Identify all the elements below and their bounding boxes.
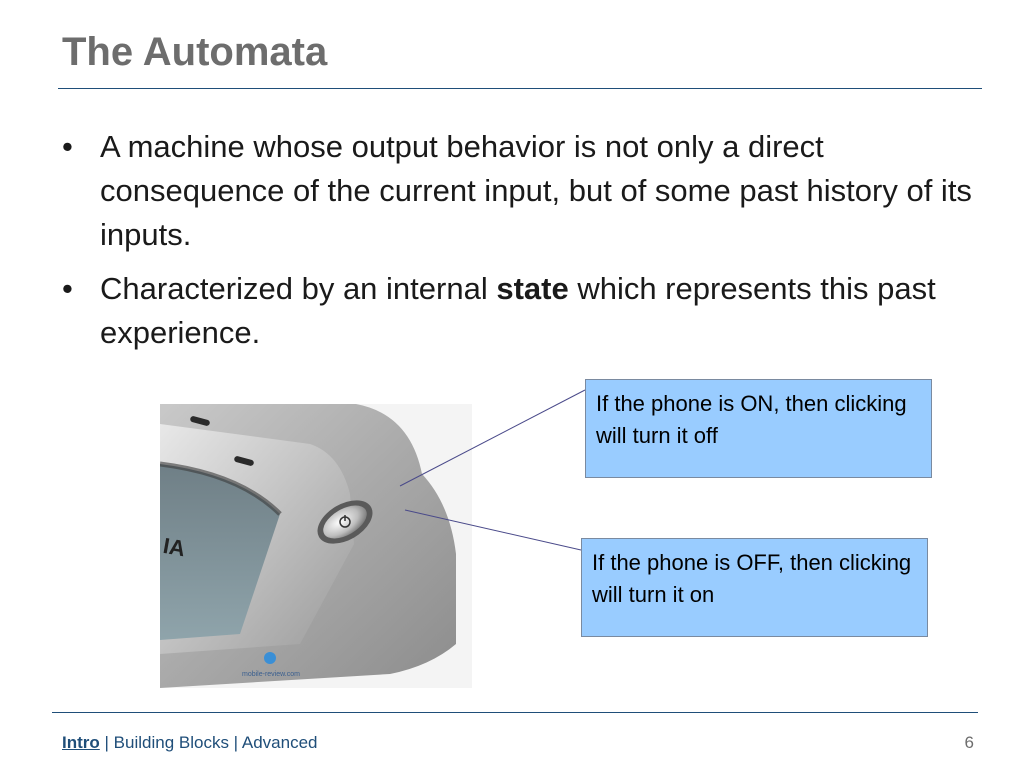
bullet-text-bold: state bbox=[496, 271, 569, 306]
bullet-text-before: Characterized by an internal bbox=[100, 271, 497, 306]
footer-divider bbox=[52, 712, 978, 713]
photo-watermark: mobile-review.com bbox=[242, 671, 300, 678]
speaker-slot bbox=[190, 416, 210, 426]
leader-line-off bbox=[404, 509, 582, 551]
bullet-item: • Characterized by an internal state whi… bbox=[62, 267, 972, 355]
page-number: 6 bbox=[964, 733, 974, 752]
power-button bbox=[323, 505, 367, 539]
speaker-slot bbox=[234, 456, 254, 466]
footer-link-intro[interactable]: Intro bbox=[62, 733, 100, 752]
bullet-text: A machine whose output behavior is not o… bbox=[100, 129, 972, 252]
footer-link-building-blocks[interactable]: Building Blocks bbox=[113, 733, 229, 752]
title-divider bbox=[58, 88, 982, 89]
bullet-item: • A machine whose output behavior is not… bbox=[62, 125, 972, 257]
watermark-logo-icon bbox=[264, 652, 276, 664]
callout-phone-off: If the phone is OFF, then clicking will … bbox=[581, 538, 928, 637]
phone-screen bbox=[160, 464, 280, 640]
leader-line-on bbox=[399, 389, 586, 487]
footer-separator: | bbox=[99, 733, 114, 752]
bullet-dot: • bbox=[62, 271, 73, 306]
footer-nav: Intro | Building Blocks | Advanced bbox=[62, 733, 318, 753]
footer-link-advanced[interactable]: Advanced bbox=[241, 733, 318, 752]
slide-title: The Automata bbox=[62, 30, 328, 74]
footer-separator: | bbox=[228, 733, 242, 752]
phone-illustration: IA mobile-review.com bbox=[160, 404, 472, 688]
bullet-text-after: which represents this past experience. bbox=[100, 271, 936, 350]
bullet-dot: • bbox=[62, 129, 73, 164]
callout-phone-on: If the phone is ON, then clicking will t… bbox=[585, 379, 932, 478]
phone-photo: IA mobile-review.com bbox=[160, 404, 472, 688]
brand-fragment: IA bbox=[161, 533, 187, 561]
bullet-list: • A machine whose output behavior is not… bbox=[62, 125, 972, 365]
